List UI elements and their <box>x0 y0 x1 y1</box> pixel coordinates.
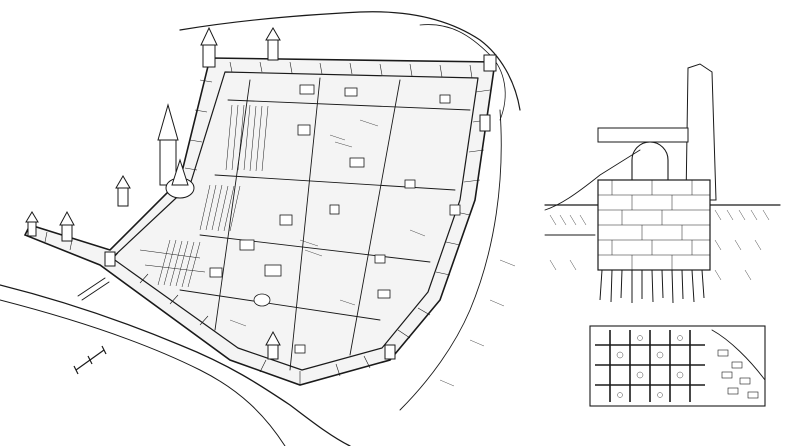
tower-ne <box>483 54 497 72</box>
ground-hatching <box>549 209 770 281</box>
parapet <box>597 127 689 143</box>
tower-church-spire <box>157 103 195 199</box>
river-bank-bottom <box>0 284 351 446</box>
tower-w3 <box>25 211 39 237</box>
tower-w1 <box>115 175 131 207</box>
outer-fortress-wall <box>23 57 496 386</box>
main-street-1 <box>227 99 471 111</box>
buildings <box>209 84 461 354</box>
main-street-3 <box>199 234 431 263</box>
cross-street-2 <box>349 79 401 356</box>
tower-se <box>384 344 396 360</box>
rubble-slope <box>711 329 766 381</box>
tower-w2 <box>59 210 75 242</box>
wall-towers <box>25 26 497 360</box>
wall-hatching <box>44 61 491 384</box>
earth-slope <box>544 149 641 211</box>
right-slope <box>399 109 502 411</box>
grid-beams <box>595 330 705 402</box>
housing-blocks <box>139 104 269 288</box>
tower-n <box>265 27 281 61</box>
foundation-piles <box>599 269 705 304</box>
river-bank-bottom-2 <box>0 299 286 446</box>
grid-rubble <box>616 335 684 398</box>
tower-sw <box>104 251 116 267</box>
inner-fortress-wall <box>111 71 479 371</box>
cross-street-3 <box>214 79 251 331</box>
wall-cross-section <box>544 63 781 304</box>
tower-e <box>479 114 491 132</box>
terrain-shading <box>229 119 516 387</box>
fortress-view <box>0 11 521 446</box>
wall-foundation-grid <box>589 325 766 407</box>
masonry-courses <box>598 180 710 270</box>
river-bank-top <box>179 11 521 111</box>
scale-bar-icon <box>73 345 107 375</box>
arch <box>631 141 669 180</box>
tower-ruin <box>685 63 717 201</box>
moat-bridge <box>77 277 110 301</box>
tower-s <box>265 330 281 360</box>
main-street-4 <box>179 289 381 321</box>
rubble-stones <box>717 349 759 399</box>
tower-nw <box>200 26 218 68</box>
cross-street-1 <box>289 77 321 371</box>
